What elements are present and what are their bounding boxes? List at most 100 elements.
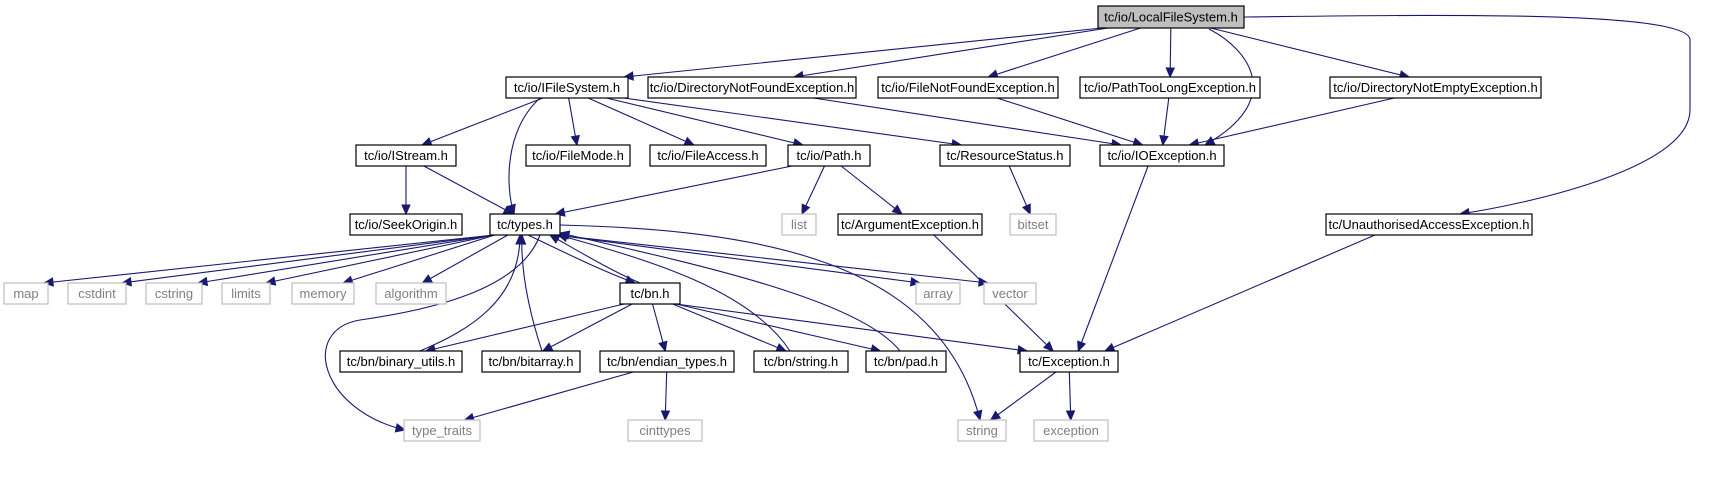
edge-root-to-fnfe: [987, 27, 1141, 79]
node-uae[interactable]: tc/UnauthorisedAccessException.h: [1325, 213, 1533, 236]
edge-arrowhead: [1042, 340, 1054, 352]
node-label: list: [791, 217, 807, 232]
node-root[interactable]: tc/io/LocalFileSystem.h: [1097, 5, 1245, 29]
node-cstdint: cstdint: [67, 282, 127, 305]
node-label: tc/io/IOException.h: [1107, 148, 1216, 163]
node-label: tc/io/DirectoryNotFoundException.h: [650, 80, 854, 95]
node-istream[interactable]: tc/io/IStream.h: [355, 144, 457, 167]
edge-line: [675, 303, 1028, 352]
edge-arrowhead: [1077, 340, 1087, 353]
node-label: exception: [1043, 423, 1099, 438]
node-box: [1099, 144, 1225, 167]
edge-types-to-vector: [555, 234, 990, 287]
edge-exception_h-to-exception: [1065, 371, 1076, 422]
edge-line: [1104, 234, 1376, 352]
edge-types-to-string: [559, 224, 983, 422]
edge-line: [587, 97, 695, 146]
node-box: [647, 76, 857, 99]
node-label: tc/io/IStream.h: [364, 148, 448, 163]
node-ifs[interactable]: tc/io/IFileSystem.h: [505, 76, 629, 99]
edge-bn-to-binutils: [424, 303, 625, 354]
node-label: tc/UnauthorisedAccessException.h: [1329, 217, 1530, 232]
edge-ifs-to-rstatus: [623, 97, 963, 149]
node-faccess[interactable]: tc/io/FileAccess.h: [649, 144, 767, 167]
edge-line: [542, 303, 633, 352]
node-string: string: [957, 419, 1007, 442]
node-dnfe[interactable]: tc/io/DirectoryNotFoundException.h: [647, 76, 857, 99]
edge-bn-to-types: [548, 234, 641, 284]
node-bitset: bitset: [1009, 213, 1057, 236]
node-label: string: [966, 423, 998, 438]
edge-line: [1077, 165, 1149, 352]
node-ptle[interactable]: tc/io/PathTooLongException.h: [1079, 76, 1261, 99]
edge-arrowhead: [801, 203, 811, 216]
edge-endian-to-cinttypes: [660, 371, 671, 422]
edge-arrowhead: [973, 409, 983, 422]
edge-line: [422, 234, 509, 284]
node-label: tc/io/SeekOrigin.h: [355, 217, 458, 232]
node-bn[interactable]: tc/bn.h: [619, 282, 681, 305]
node-label: tc/io/PathTooLongException.h: [1084, 80, 1256, 95]
node-box: [375, 282, 447, 305]
node-label: tc/bn/binary_utils.h: [347, 354, 455, 369]
edge-root-to-ptle: [1165, 27, 1176, 79]
node-dnee[interactable]: tc/io/DirectoryNotEmptyException.h: [1329, 76, 1542, 99]
node-rstatus[interactable]: tc/ResourceStatus.h: [939, 144, 1071, 167]
node-label: tc/types.h: [497, 217, 553, 232]
node-types[interactable]: tc/types.h: [489, 213, 561, 236]
node-label: array: [923, 286, 953, 301]
edge-bitarray-to-types: [516, 233, 543, 352]
edge-arrowhead: [978, 277, 990, 287]
edge-arrowhead: [909, 277, 922, 287]
node-label: tc/io/DirectoryNotEmptyException.h: [1333, 80, 1537, 95]
node-bnpad[interactable]: tc/bn/pad.h: [865, 350, 947, 373]
edge-istream-to-seek: [401, 166, 411, 216]
node-seek[interactable]: tc/io/SeekOrigin.h: [349, 213, 463, 236]
node-ioex[interactable]: tc/io/IOException.h: [1099, 144, 1225, 167]
node-label: tc/Exception.h: [1028, 354, 1110, 369]
node-label: type_traits: [412, 423, 472, 438]
edge-arrowhead: [1022, 203, 1031, 216]
node-limits: limits: [221, 282, 271, 305]
node-box: [355, 144, 457, 167]
node-box: [145, 282, 203, 305]
node-fmode[interactable]: tc/io/FileMode.h: [525, 144, 631, 167]
node-endian[interactable]: tc/bn/endian_types.h: [599, 350, 735, 373]
edge-line: [623, 97, 962, 146]
node-exception_h[interactable]: tc/Exception.h: [1019, 350, 1119, 373]
edge-types-to-map: [42, 234, 495, 287]
node-binutils[interactable]: tc/bn/binary_utils.h: [339, 350, 463, 373]
node-box: [525, 144, 631, 167]
edge-arrowhead: [541, 342, 554, 352]
edge-line: [672, 303, 787, 352]
edge-line: [840, 165, 903, 215]
node-fnfe[interactable]: tc/io/FileNotFoundException.h: [877, 76, 1059, 99]
edge-line: [606, 97, 803, 146]
node-label: cstdint: [78, 286, 116, 301]
node-bnstring[interactable]: tc/bn/string.h: [753, 350, 849, 373]
edge-types-to-array: [555, 234, 922, 287]
node-argex[interactable]: tc/ArgumentException.h: [837, 213, 983, 236]
node-box: [983, 282, 1037, 305]
node-path[interactable]: tc/io/Path.h: [787, 144, 871, 167]
node-box: [649, 144, 767, 167]
edge-istream-to-types: [423, 165, 515, 215]
node-bitarray[interactable]: tc/bn/bitarray.h: [481, 350, 581, 373]
node-box: [489, 213, 561, 236]
edge-arrowhead: [548, 234, 561, 244]
node-exception: exception: [1033, 419, 1109, 442]
edge-line: [675, 303, 881, 352]
node-label: memory: [300, 286, 347, 301]
edge-arrowhead: [622, 71, 634, 81]
node-box: [349, 213, 463, 236]
node-box: [1079, 76, 1261, 99]
edge-line: [1210, 27, 1410, 78]
edge-arrowhead: [1165, 67, 1176, 79]
edge-arrowhead: [42, 277, 54, 287]
edge-line: [423, 165, 514, 215]
node-box: [1009, 213, 1057, 236]
edge-ptle-to-ioex: [1159, 97, 1170, 147]
node-box: [1033, 419, 1109, 442]
node-type_traits: type_traits: [403, 419, 481, 442]
node-box: [877, 76, 1059, 99]
